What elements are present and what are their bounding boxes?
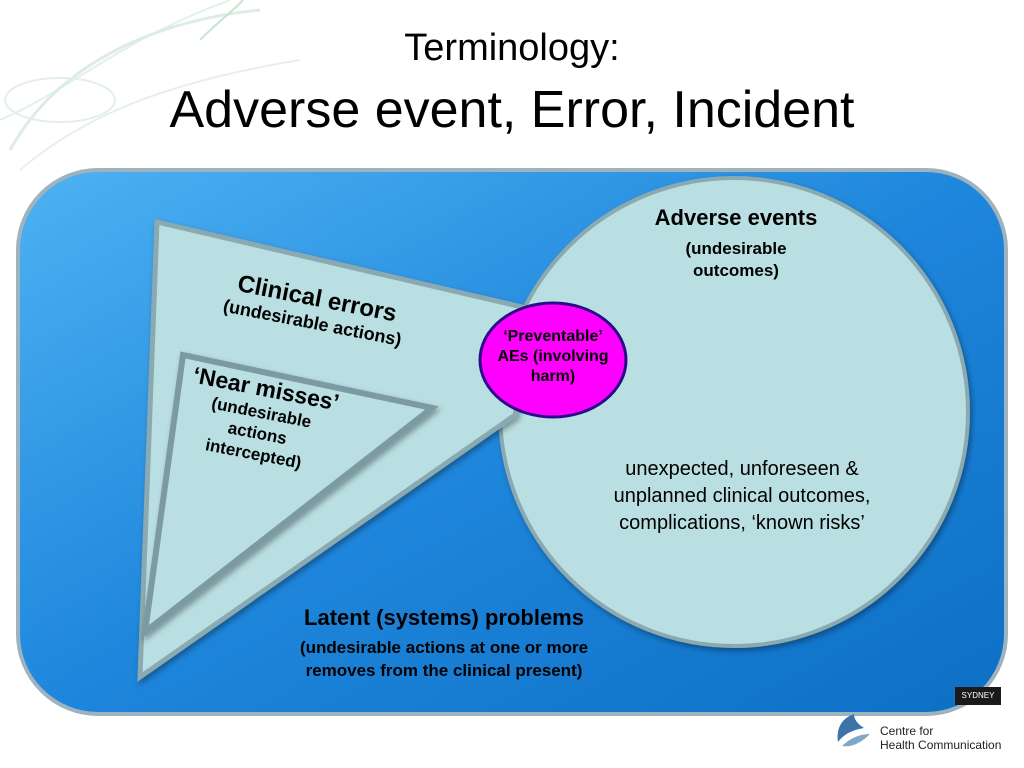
university-tag: SYDNEY (955, 687, 1001, 705)
near-misses-triangle (141, 351, 439, 639)
latent-problems-subtitle-line1: (undesirable actions at one or more (299, 638, 589, 657)
page-title-line2: Adverse event, Error, Incident (169, 81, 855, 139)
latent-problems-subtitle: (undesirable actions at one or more remo… (244, 636, 644, 682)
preventable-line3: harm) (530, 368, 576, 385)
latent-problems-subtitle-line2: removes from the clinical present) (305, 661, 583, 680)
outcomes-description-line3: complications, ‘known risks’ (619, 512, 865, 534)
outcomes-description: unexpected, unforeseen & unplanned clini… (572, 456, 912, 537)
page-title-line1: Terminology: (404, 27, 620, 69)
adverse-events-subtitle-line1: (undesirable (685, 239, 787, 258)
logo-line1: Centre for (880, 724, 934, 738)
latent-problems-heading: Latent (systems) problems (304, 605, 584, 630)
centre-logo-icon (837, 714, 870, 747)
logo-line2: Health Communication (880, 738, 1002, 752)
adverse-events-subtitle-line2: outcomes) (693, 261, 779, 280)
decorative-swirl-graphic (0, 0, 300, 171)
outcomes-description-line1: unexpected, unforeseen & (625, 458, 859, 480)
outcomes-description-line2: unplanned clinical outcomes, (613, 485, 871, 507)
preventable-aes-label: ‘Preventable’ AEs (involving harm) (478, 327, 628, 387)
preventable-line2: AEs (involving (497, 348, 609, 365)
centre-logo-text: Centre for Health Communication (880, 724, 1001, 752)
preventable-aes-ellipse (478, 301, 628, 419)
adverse-events-heading: Adverse events (654, 205, 818, 230)
adverse-events-subtitle: (undesirable outcomes) (636, 238, 836, 282)
preventable-line1: ‘Preventable’ (503, 328, 603, 345)
